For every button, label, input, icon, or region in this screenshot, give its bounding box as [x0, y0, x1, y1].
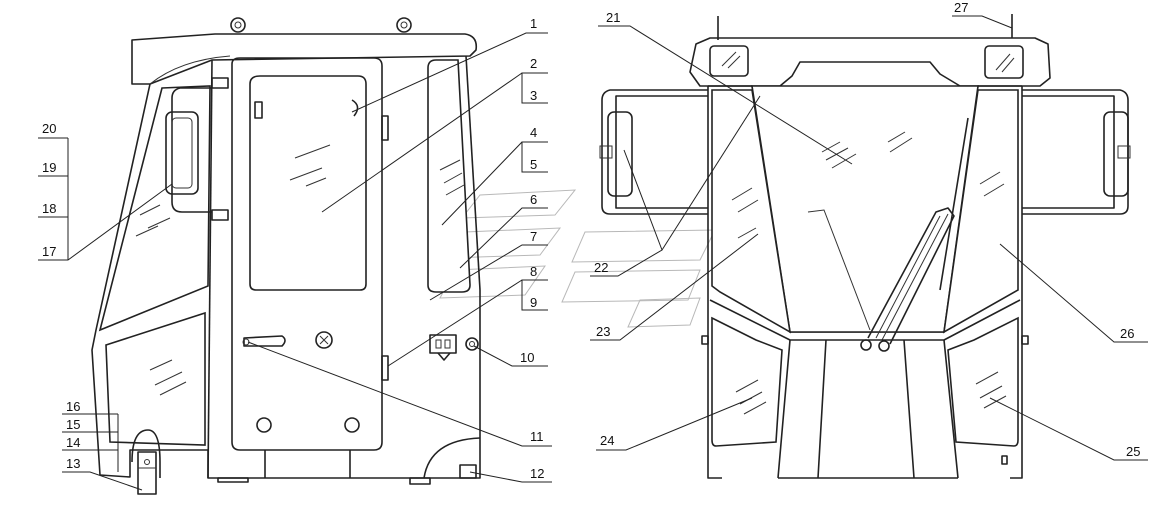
rear-mirror: [165, 111, 199, 195]
callout-19: 19: [42, 160, 56, 175]
bottom-bracket: [459, 464, 477, 479]
cab-front-view: [599, 14, 1131, 479]
callout-25: 25: [1126, 444, 1140, 459]
callout-labels: 1 2 3 4 5 6 7 8 9 10 11 12 13 14 15 16 1…: [42, 0, 1140, 481]
callout-22: 22: [594, 260, 608, 275]
lower-window-right: [947, 316, 1019, 447]
watermark-logo: [439, 189, 716, 328]
side-mirror-right: [1103, 111, 1129, 197]
door-lock: [315, 331, 333, 349]
callout-18: 18: [42, 201, 56, 216]
work-light-right: [984, 45, 1024, 79]
callout-23: 23: [596, 324, 610, 339]
wiper-blade: [939, 117, 969, 291]
callout-6: 6: [530, 192, 537, 207]
callout-13: 13: [66, 456, 80, 471]
front-side-glass-right: [942, 89, 1019, 334]
front-body-outline: [707, 86, 1023, 479]
callout-15: 15: [66, 417, 80, 432]
callout-24: 24: [600, 433, 614, 448]
leader-lines: [38, 15, 1148, 491]
callout-26: 26: [1120, 326, 1134, 341]
door-handle: [243, 335, 286, 347]
callout-10: 10: [520, 350, 534, 365]
callout-12: 12: [530, 466, 544, 481]
side-handle-left: [601, 89, 708, 215]
callout-17: 17: [42, 244, 56, 259]
work-light-left: [709, 45, 749, 77]
callout-1: 1: [530, 16, 537, 31]
callout-8: 8: [530, 264, 537, 279]
cab-body-outline: [91, 83, 481, 479]
front-side-glass-left: [711, 89, 792, 334]
lifting-eye-right: [396, 17, 412, 33]
callout-5: 5: [530, 157, 537, 172]
callout-2: 2: [530, 56, 537, 71]
lower-latch: [131, 429, 161, 478]
lower-window-left: [711, 316, 783, 447]
callout-20: 20: [42, 121, 56, 136]
lifting-eye-left: [230, 17, 246, 33]
rear-lower-window: [105, 311, 206, 446]
cab-side-view: [91, 17, 481, 495]
power-socket: [465, 337, 479, 351]
callout-21: 21: [606, 10, 620, 25]
callout-11: 11: [530, 429, 544, 444]
callout-3: 3: [530, 88, 537, 103]
callout-4: 4: [530, 125, 537, 140]
cab-door: [231, 57, 383, 451]
wiper-arm: [867, 207, 955, 345]
switch-box: [429, 334, 457, 354]
cab-roof: [131, 33, 478, 85]
callout-16: 16: [66, 399, 80, 414]
door-window: [249, 75, 367, 291]
side-mirror-left: [607, 111, 633, 197]
callout-27: 27: [954, 0, 968, 15]
callout-14: 14: [66, 435, 80, 450]
callout-9: 9: [530, 295, 537, 310]
callout-7: 7: [530, 229, 537, 244]
front-side-window: [427, 59, 471, 293]
